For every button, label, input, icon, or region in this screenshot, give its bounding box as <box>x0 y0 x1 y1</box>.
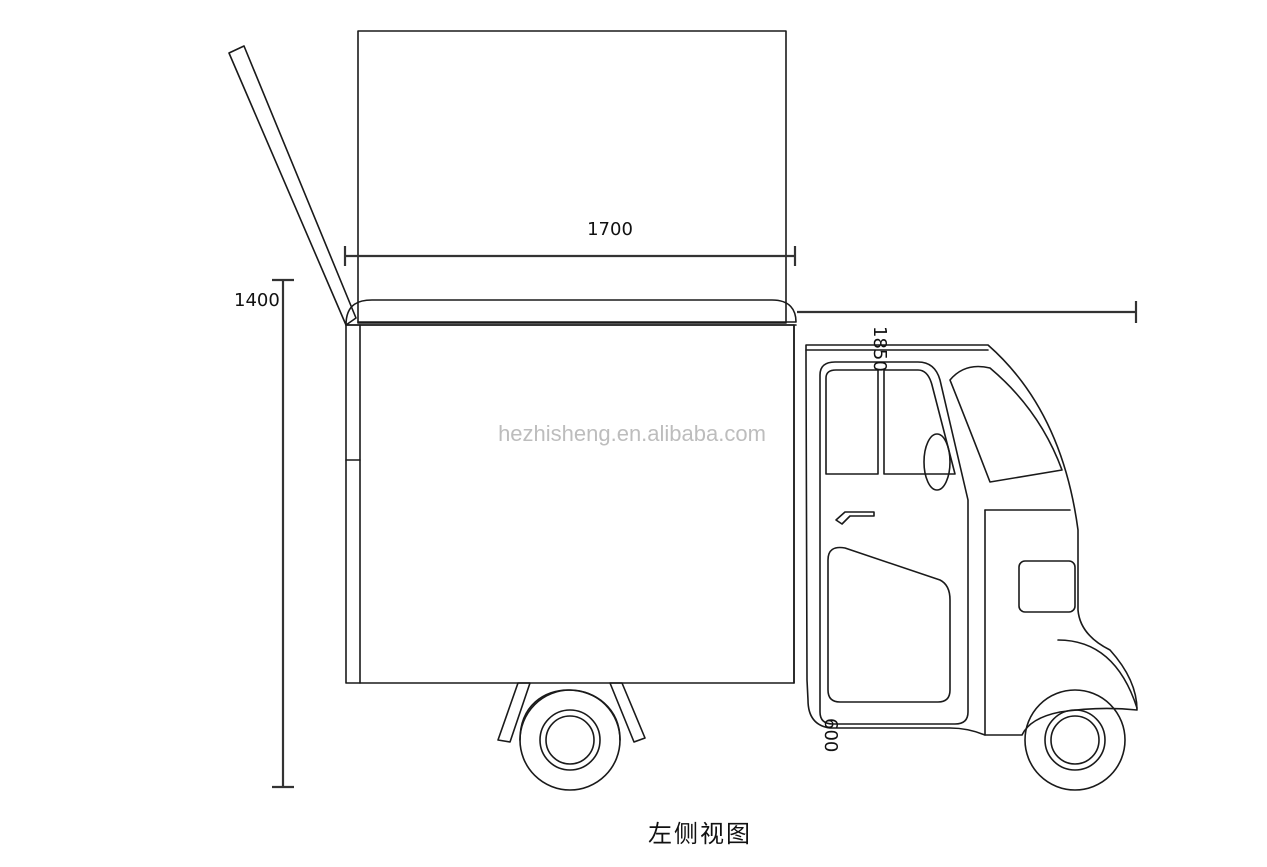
cab-body <box>805 344 1138 736</box>
box-roof <box>345 299 797 326</box>
cargo-box <box>345 324 795 684</box>
cab-door <box>819 361 969 725</box>
rear-fender <box>519 689 621 741</box>
rear-window <box>825 369 879 475</box>
front-wheel <box>1024 689 1126 791</box>
door-lower-panel <box>827 546 951 703</box>
dim-label-width: 1700 <box>587 219 633 240</box>
front-hub-inner <box>1050 715 1100 765</box>
support-strut <box>228 45 357 326</box>
front-window <box>883 369 956 475</box>
headlight <box>1018 560 1076 613</box>
door-handle <box>835 511 875 525</box>
rear-wheel <box>519 689 621 791</box>
front-fender <box>1057 639 1138 709</box>
watermark: hezhisheng.en.alibaba.com <box>498 421 766 446</box>
dim-label-600: 600 <box>820 718 841 752</box>
view-caption: 左侧视图 <box>648 820 752 848</box>
rear-hub-inner <box>545 715 595 765</box>
rear-strut-left <box>497 682 531 743</box>
front-hub-outer <box>1044 709 1106 771</box>
rear-hub-outer <box>539 709 601 771</box>
awning-panel <box>357 30 787 324</box>
dim-label-height: 1400 <box>234 290 280 311</box>
rear-strut-right <box>609 682 646 743</box>
windshield <box>949 365 1063 483</box>
side-mirror <box>923 433 951 491</box>
dim-label-cab: 1850 <box>869 326 890 372</box>
